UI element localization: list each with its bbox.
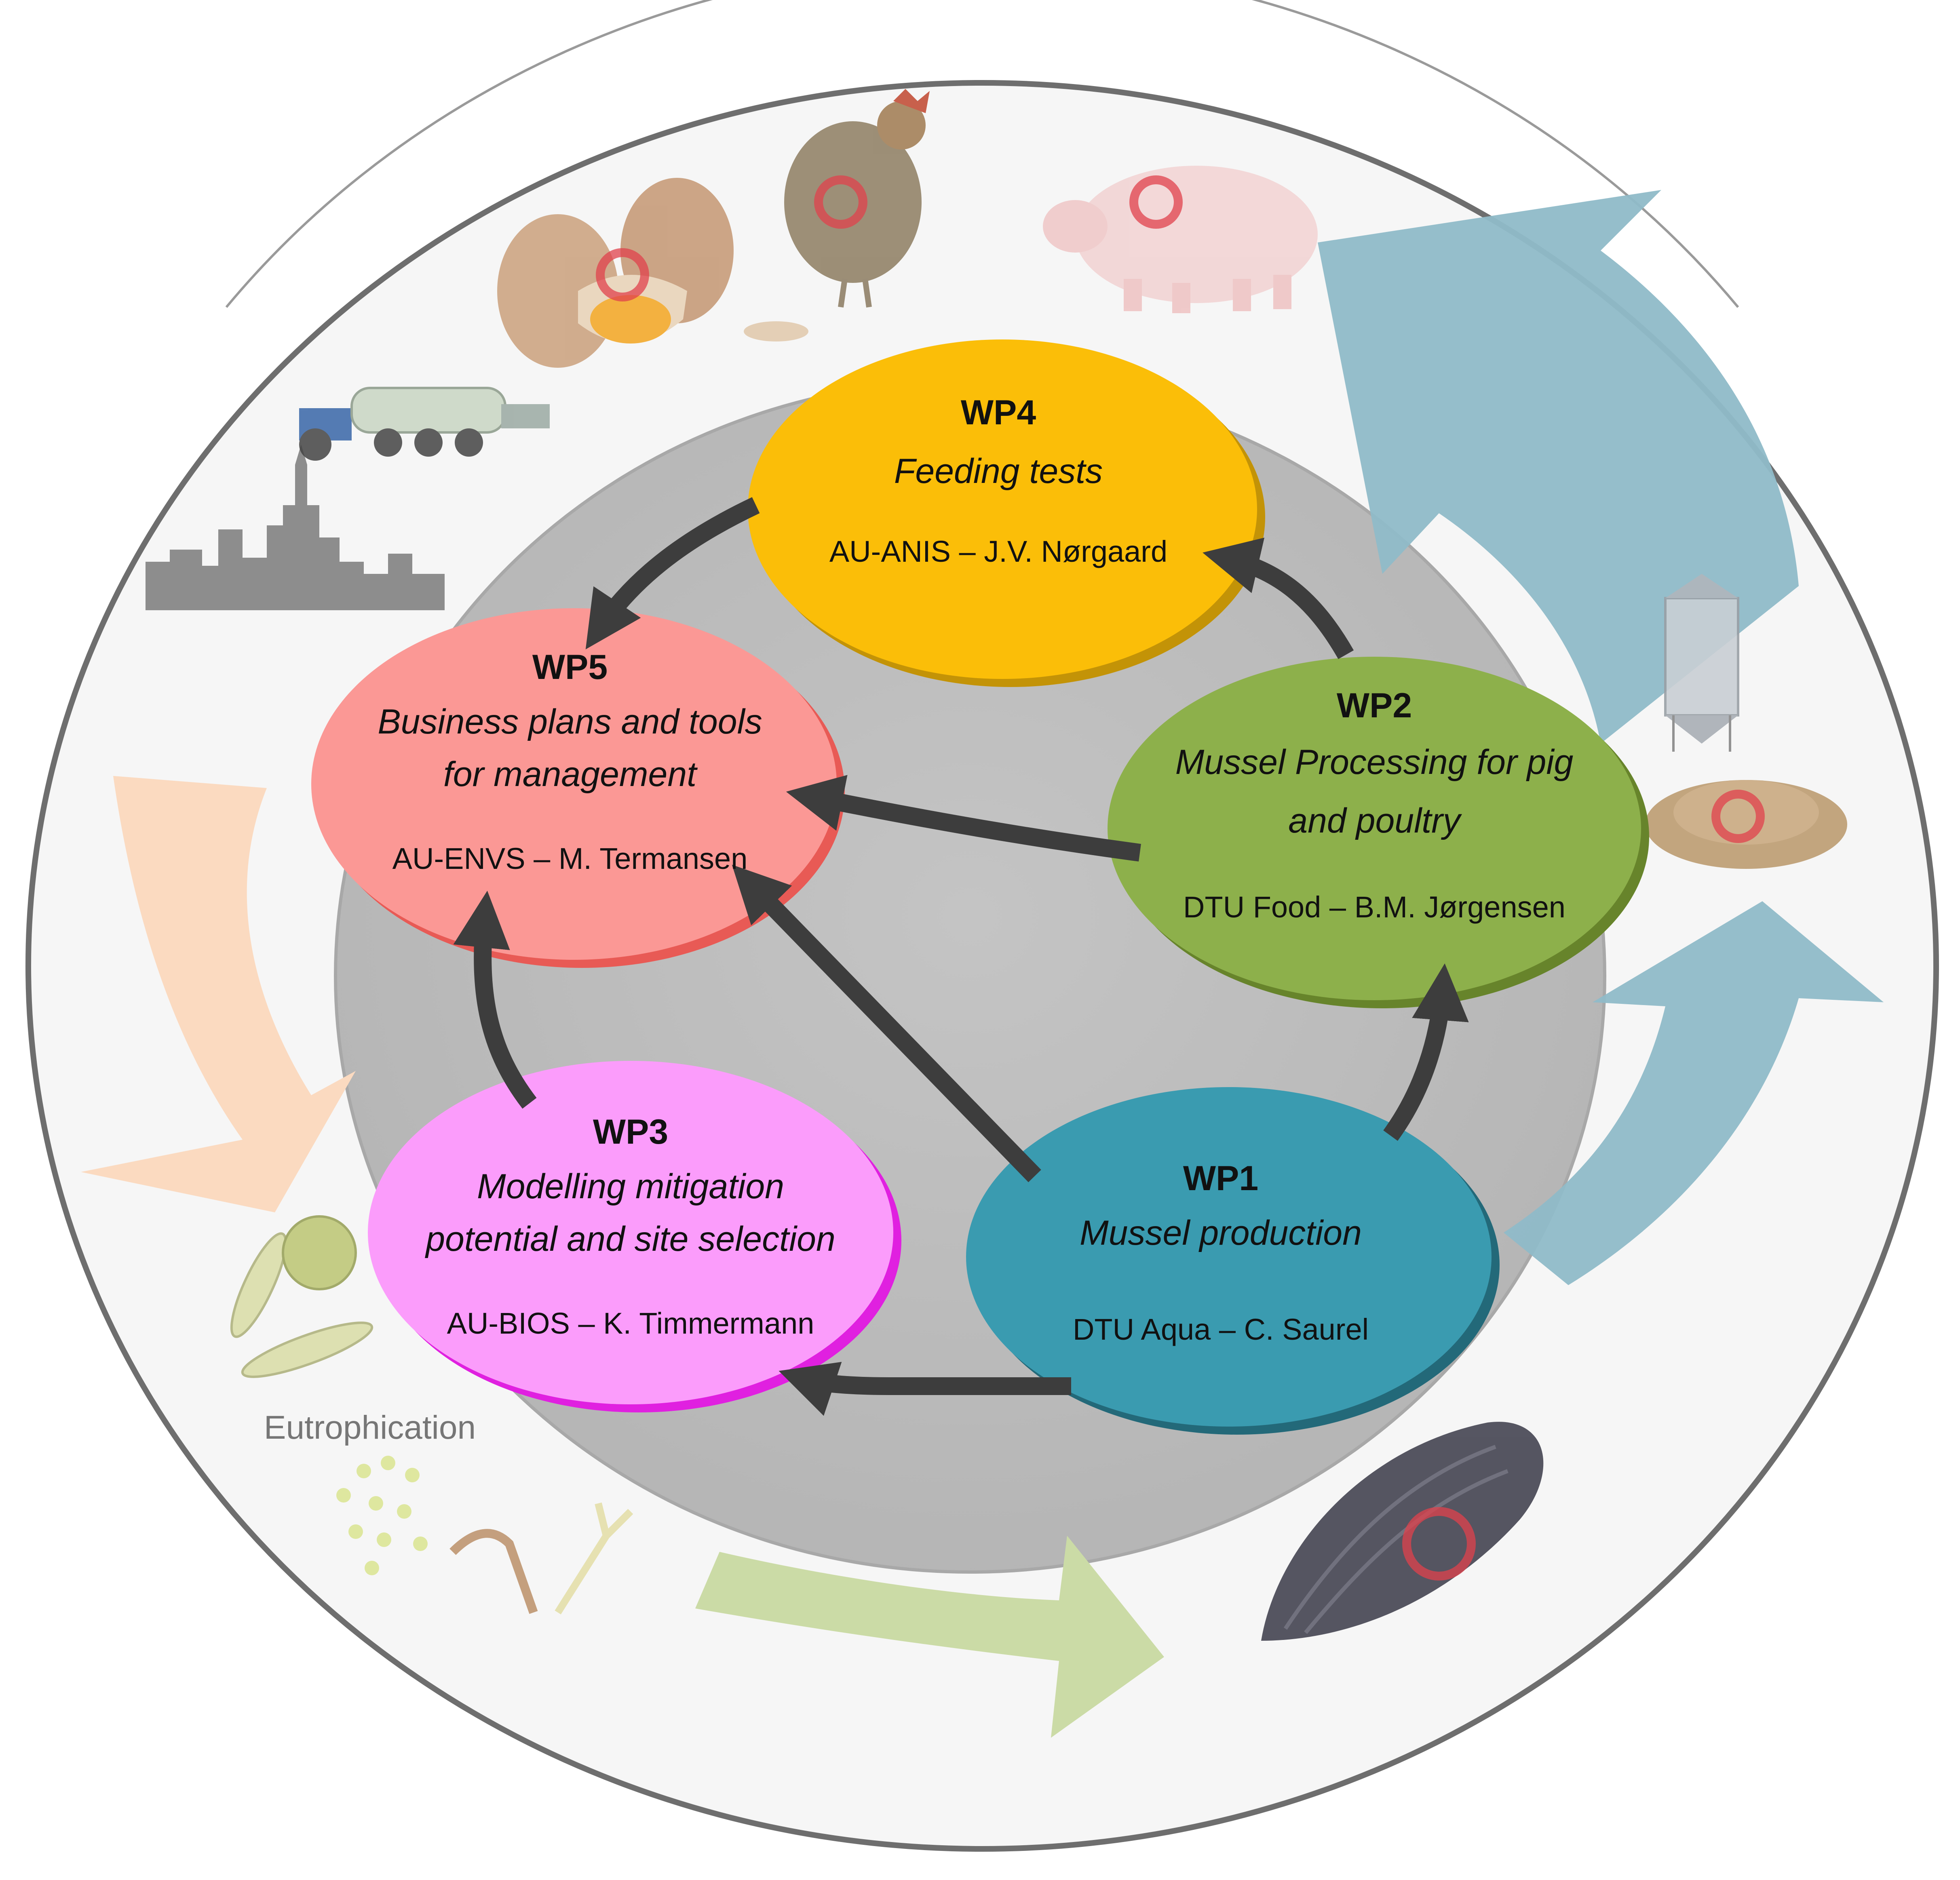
- wp5-node: [311, 608, 845, 968]
- green-arrow: [695, 1536, 1164, 1738]
- wp3-node: [368, 1061, 901, 1412]
- wp1-lead: DTU Aqua – C. Saurel: [1073, 1313, 1369, 1346]
- wp2-subtitle-line1: Mussel Processing for pig: [1175, 743, 1574, 782]
- wp5-title: WP5: [532, 648, 608, 687]
- connector-wp1-to-wp5: [732, 864, 1041, 1182]
- wp3-subtitle-line1: Modelling mitigation: [477, 1167, 784, 1206]
- hen-icon: [784, 89, 930, 308]
- wp3-subtitle-line2: potential and site selection: [424, 1220, 835, 1258]
- connector-wp4-to-wp5: [585, 497, 760, 649]
- algae-icon: [230, 1215, 373, 1378]
- wp4-subtitle: Feeding tests: [894, 452, 1103, 491]
- connector-wp2-to-wp4: [1203, 537, 1354, 659]
- connector-wp3-to-wp5: [453, 890, 537, 1109]
- mussel-icon: [1261, 1422, 1544, 1641]
- wp1-subtitle: Mussel production: [1080, 1214, 1362, 1252]
- wp5-lead: AU-ENVS – M. Termansen: [392, 842, 748, 875]
- city-skyline-icon: [146, 445, 445, 610]
- wp5-subtitle-line1: Business plans and tools: [378, 702, 762, 741]
- wp3-lead: AU-BIOS – K. Timmermann: [447, 1307, 814, 1340]
- wp4-lead: AU-ANIS – J.V. Nørgaard: [829, 535, 1167, 568]
- wp1-title: WP1: [1183, 1159, 1258, 1198]
- connector-wp1-to-wp3: [779, 1362, 1071, 1416]
- wp1-node: [966, 1087, 1500, 1435]
- connectors: [453, 497, 1469, 1416]
- eutrophication-label: Eutrophication: [264, 1409, 476, 1446]
- wp3-title: WP3: [593, 1113, 668, 1151]
- quality-seal-icon: [596, 175, 1765, 1581]
- connector-wp2-to-wp5: [786, 775, 1141, 862]
- wp4-node: [748, 339, 1265, 687]
- feed-silo-icon: [1664, 574, 1739, 752]
- blue-arrow-lower: [1504, 901, 1884, 1285]
- feed-pellets-icon: [1645, 780, 1847, 869]
- wp2-node: [1108, 657, 1649, 1008]
- wp2-lead: DTU Food – B.M. Jørgensen: [1183, 890, 1565, 924]
- wp2-subtitle-line2: and poultry: [1288, 801, 1462, 840]
- tractor-slurry-tanker-icon: [299, 387, 550, 461]
- plankton-icon: [336, 1456, 633, 1614]
- wp5-subtitle-line2: for management: [443, 755, 698, 794]
- wp4-title: WP4: [961, 393, 1036, 432]
- peach-arrow: [81, 776, 356, 1212]
- connector-wp1-to-wp2: [1383, 963, 1469, 1141]
- wp2-title: WP2: [1337, 686, 1412, 725]
